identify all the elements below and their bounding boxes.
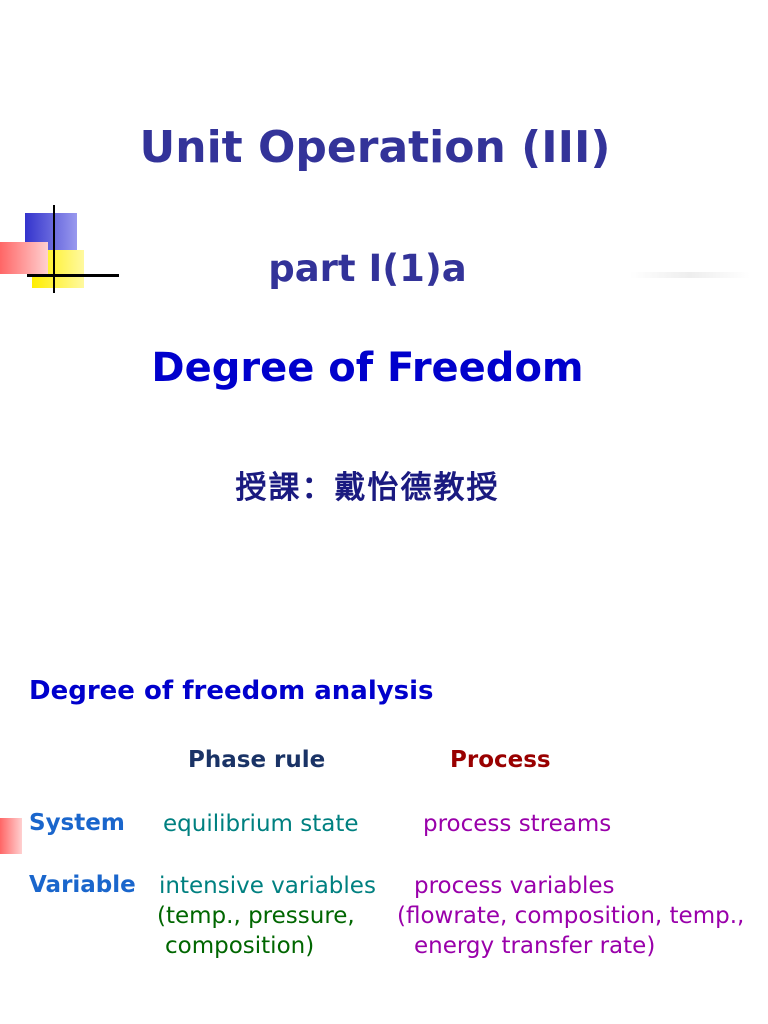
deco-vertical-line bbox=[53, 205, 55, 293]
column-header-phase-rule: Phase rule bbox=[188, 747, 326, 773]
instructor-line: 授課：戴怡德教授 bbox=[235, 470, 500, 506]
slide-title: Unit Operation (III) bbox=[139, 122, 611, 173]
row-label-variable: Variable bbox=[29, 872, 136, 898]
variable-process-line-2: (flowrate, composition, temp., bbox=[397, 903, 745, 929]
slide-subtitle: Degree of Freedom bbox=[151, 345, 584, 391]
deco-red-square-2 bbox=[0, 818, 22, 854]
column-header-process: Process bbox=[450, 747, 551, 773]
deco-red-square bbox=[0, 242, 48, 274]
variable-phase-line-1: intensive variables bbox=[159, 873, 376, 899]
part-label: part I(1)a bbox=[268, 247, 467, 290]
row-label-system: System bbox=[29, 810, 125, 836]
system-process-value: process streams bbox=[423, 811, 612, 837]
section-heading: Degree of freedom analysis bbox=[29, 676, 434, 706]
variable-process-line-3: energy transfer rate) bbox=[414, 933, 656, 959]
variable-process-line-1: process variables bbox=[414, 873, 615, 899]
variable-phase-line-2: (temp., pressure, bbox=[157, 903, 355, 929]
variable-phase-line-3: composition) bbox=[165, 933, 315, 959]
deco-fade-line bbox=[630, 272, 750, 278]
system-phase-value: equilibrium state bbox=[163, 811, 359, 837]
deco-horizontal-line bbox=[27, 274, 119, 277]
